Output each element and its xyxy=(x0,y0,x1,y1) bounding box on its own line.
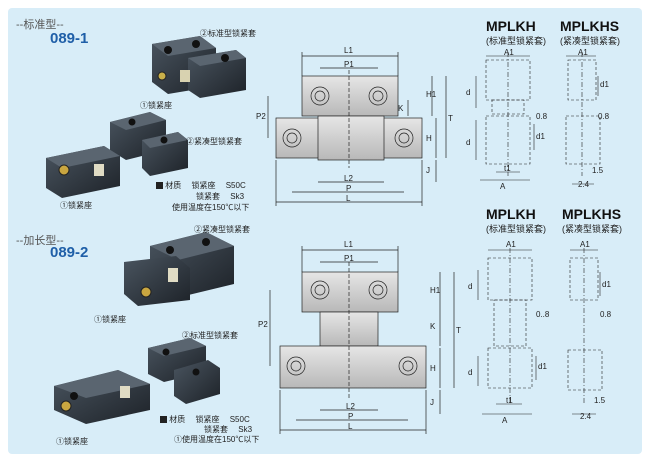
material-icon xyxy=(156,182,163,190)
drawing-extended-front-view xyxy=(269,246,455,434)
dim-l-top: L xyxy=(346,194,351,203)
dim-p2-bottom: P2 xyxy=(258,320,268,329)
dim-d1-mplkh-top: d1 xyxy=(536,132,545,141)
dim-t1-mplkh-bottom: t1 xyxy=(506,396,513,405)
drawing-mplkhs-top xyxy=(565,52,601,185)
dim-p2-top: P2 xyxy=(256,112,266,121)
dim-08-mplkh-bottom: 0..8 xyxy=(536,310,550,319)
dim-h1-top: H1 xyxy=(426,90,437,99)
model-mplkh-bottom-subtitle: (标准型锁紧套) xyxy=(486,224,546,234)
dim-j-top: J xyxy=(426,166,430,175)
section1-callout-lock-seat-2: ①锁紧座 xyxy=(60,201,92,210)
dim-l1-bottom: L1 xyxy=(344,240,353,249)
dim-d1-mplkh-bottom: d1 xyxy=(538,362,547,371)
model-mplkh-top-title: MPLKH xyxy=(486,18,536,34)
photo-standard-assembled xyxy=(152,36,246,98)
dim-p-top: P xyxy=(346,184,352,193)
photo-extended-assembled xyxy=(124,232,234,306)
dim-24-mplkhs-top: 2.4 xyxy=(578,180,590,189)
dim-a1-mplkhs-bottom: A1 xyxy=(580,240,590,249)
section1-code: 089-1 xyxy=(50,30,89,47)
dim-l1-top: L1 xyxy=(344,46,353,55)
section2-code: 089-2 xyxy=(50,244,89,261)
dim-a1-mplkh-top: A1 xyxy=(504,48,514,57)
dim-15-mplkhs-top: 1.5 xyxy=(592,166,604,175)
dim-t-bottom: T xyxy=(456,326,461,335)
dim-l2-top: L2 xyxy=(344,174,353,183)
dim-h1-bottom: H1 xyxy=(430,286,441,295)
dim-d2-mplkh-bottom: d xyxy=(468,368,473,377)
dim-h-bottom: H xyxy=(430,364,436,373)
section1-material-row2: 锁紧套 Sk3 xyxy=(196,192,245,201)
dim-d1-mplkhs-top: d1 xyxy=(600,80,609,89)
section2-material-row2: 锁紧套 Sk3 xyxy=(204,425,253,434)
model-mplkhs-top-subtitle: (紧凑型锁紧套) xyxy=(560,36,620,46)
section1-temperature: 使用温度在150℃以下 xyxy=(172,203,250,212)
section2-temperature: ①使用温度在150℃以下 xyxy=(174,435,260,444)
model-mplkhs-bottom-subtitle: (紧凑型锁紧套) xyxy=(562,224,622,234)
dim-08-mplkhs-top: 0.8 xyxy=(598,112,610,121)
dim-p1-top: P1 xyxy=(344,60,354,69)
section2-callout-compact-sleeve: ②紧凑型锁紧套 xyxy=(194,225,250,234)
dim-k-top: K xyxy=(398,104,404,113)
material-icon xyxy=(160,416,167,424)
dim-t-top: T xyxy=(448,114,453,123)
section1-callout-lock-seat: ①锁紧座 xyxy=(140,101,172,110)
section2-material-block: 材质 锁紧座 S50C xyxy=(160,414,250,425)
model-mplkh-bottom-title: MPLKH xyxy=(486,206,536,222)
section1-material-block: 材质 锁紧座 S50C xyxy=(156,180,246,191)
model-mplkhs-top-title: MPLKHS xyxy=(560,18,620,34)
dim-08-mplkhs-bottom: 0.8 xyxy=(600,310,612,319)
drawing-mplkhs-bottom xyxy=(567,248,603,415)
dim-15-mplkhs-bottom: 1.5 xyxy=(594,396,606,405)
dim-l-bottom: L xyxy=(348,422,353,431)
dim-a1-mplkhs-top: A1 xyxy=(578,48,588,57)
section2-callout-lock-seat-2: ①锁紧座 xyxy=(56,437,88,446)
drawing-mplkh-top xyxy=(475,52,535,181)
photo-compact-parts xyxy=(46,112,188,198)
section2-callout-standard-sleeve: ②标准型锁紧套 xyxy=(182,331,238,340)
section2-callout-lock-seat: ①锁紧座 xyxy=(94,315,126,324)
dim-24-mplkhs-bottom: 2.4 xyxy=(580,412,592,421)
dim-p1-bottom: P1 xyxy=(344,254,354,263)
dim-h-top: H xyxy=(426,134,432,143)
photo-extended-parts xyxy=(54,338,220,424)
section1-callout-compact-sleeve: ②紧凑型锁紧套 xyxy=(186,137,242,146)
dim-a-mplkh-bottom: A xyxy=(502,416,508,425)
drawing-standard-front-view xyxy=(267,52,447,206)
section1-label: --标准型-- xyxy=(16,19,64,31)
dim-d-mplkh-bottom: d xyxy=(468,282,473,291)
dim-l2-bottom: L2 xyxy=(346,402,355,411)
section1-callout-standard-sleeve: ②标准型锁紧套 xyxy=(200,29,256,38)
dim-a1-mplkh-bottom: A1 xyxy=(506,240,516,249)
dim-p-bottom: P xyxy=(348,412,354,421)
dim-t1-mplkh-top: t1 xyxy=(504,164,511,173)
dim-d2-mplkh-top: d xyxy=(466,138,471,147)
dim-08-mplkh-top: 0.8 xyxy=(536,112,548,121)
section2-label: --加长型-- xyxy=(16,235,64,247)
model-mplkhs-bottom-title: MPLKHS xyxy=(562,206,622,222)
dim-a-mplkh-top: A xyxy=(500,182,506,191)
dim-d-mplkh-top: d xyxy=(466,88,471,97)
dim-d1-mplkhs-bottom: d1 xyxy=(602,280,611,289)
model-mplkh-top-subtitle: (标准型锁紧套) xyxy=(486,36,546,46)
dim-k-bottom: K xyxy=(430,322,436,331)
drawing-mplkh-bottom xyxy=(477,248,537,415)
dim-j-bottom: J xyxy=(430,398,434,407)
